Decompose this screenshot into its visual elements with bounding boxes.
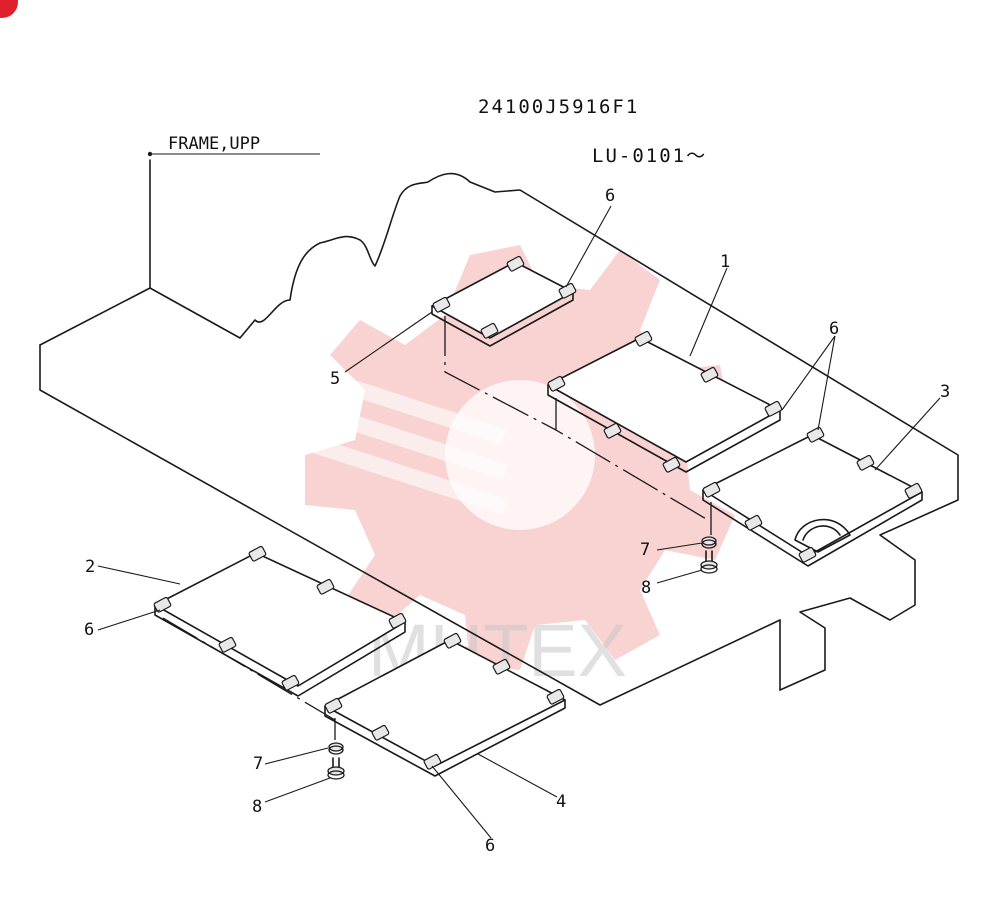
washer-7-left [328,742,344,755]
frame-label-leader [147,151,320,157]
frame-label-text: FRAME,UPP [168,134,260,154]
callout-8-right: 8 [641,578,651,598]
cover-plate-1 [547,330,783,473]
cover-plate-4 [324,632,566,777]
callout-7-left: 7 [253,754,263,774]
part-number-text: 24100J5916F1 [478,96,639,118]
callout-6-left: 6 [84,620,94,640]
corner-mark-icon [0,0,18,18]
bolt-8-right [700,550,718,574]
cover-plate-5 [431,255,577,347]
callout-5: 5 [330,369,340,389]
leader-lines [97,205,941,839]
bolt-8-left [327,757,345,780]
callout-7-right: 7 [640,540,650,560]
callout-3: 3 [940,382,950,402]
callout-4: 4 [556,792,566,812]
callout-2: 2 [85,557,95,577]
callout-6-top: 6 [605,186,615,206]
callout-1: 1 [720,252,730,272]
washer-7-right [701,536,717,549]
callout-8-left: 8 [252,797,262,817]
callout-6-right: 6 [829,319,839,339]
upper-frame-outline [39,159,959,706]
callout-6-bottom: 6 [485,836,495,856]
serial-range-text: LU-0101～ [592,145,707,167]
cover-plate-3 [702,426,923,567]
